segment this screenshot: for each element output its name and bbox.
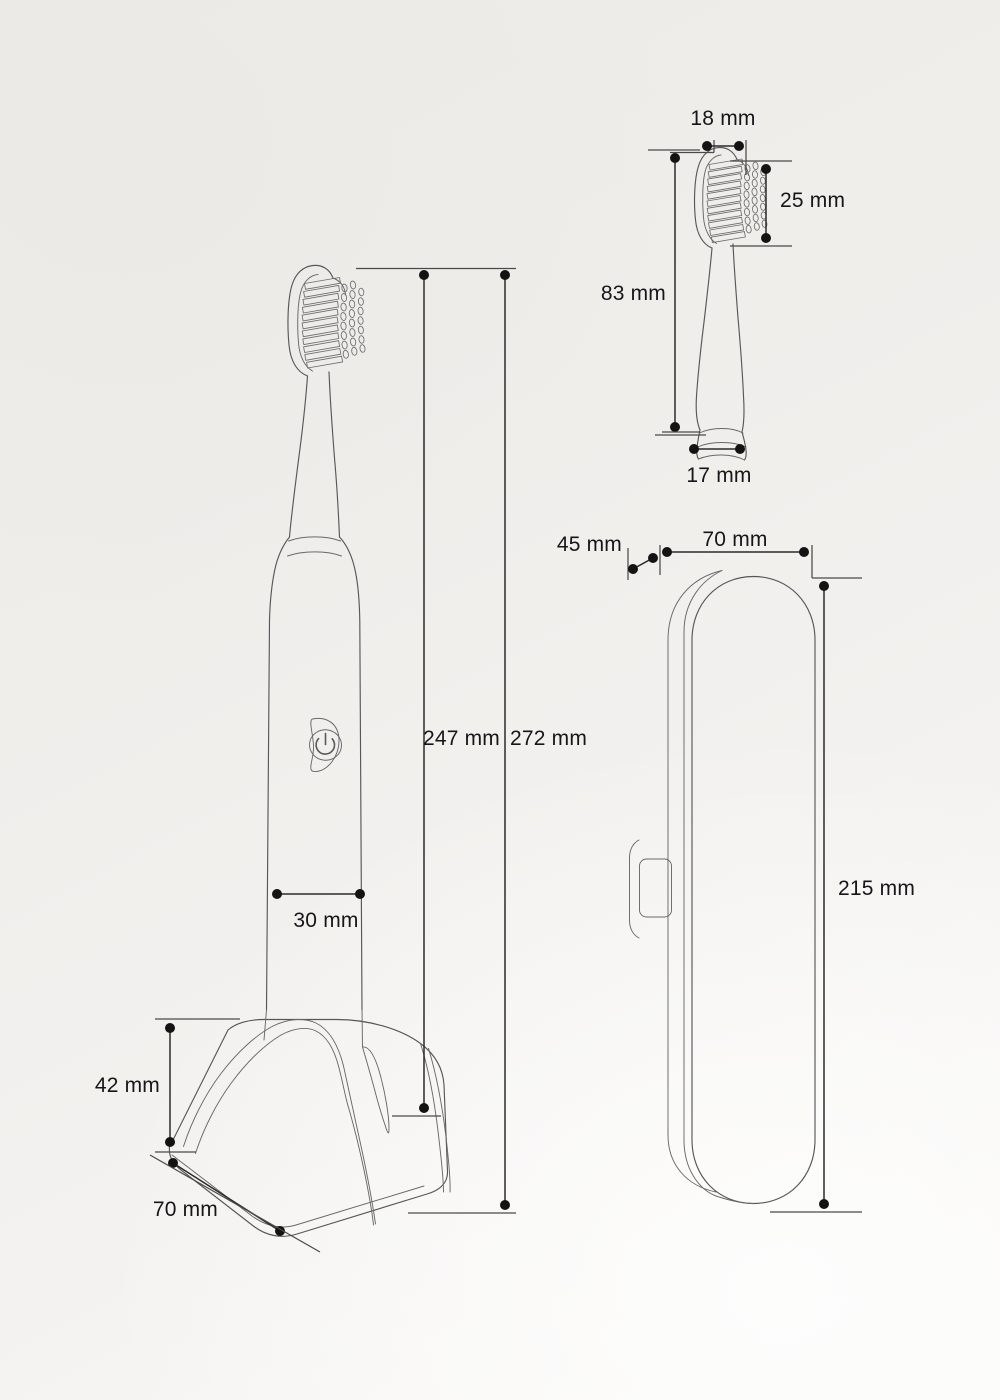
view-replacement-head: 18 mm 25 mm 83 mm bbox=[601, 107, 845, 487]
replacement-bristle-tufts-profile bbox=[706, 158, 746, 244]
main-brush-head bbox=[287, 264, 366, 377]
bristle-tuft-ends bbox=[340, 280, 366, 359]
dimension-label-247mm: 247 mm bbox=[423, 727, 500, 750]
dimension-17mm bbox=[689, 444, 745, 454]
charging-base bbox=[168, 1009, 451, 1237]
dimension-30mm bbox=[272, 889, 365, 899]
dimension-272mm bbox=[500, 270, 510, 1210]
dimension-label-272mm: 272 mm bbox=[510, 727, 587, 750]
main-handle-body bbox=[265, 536, 363, 1011]
dimension-label-42mm: 42 mm bbox=[95, 1074, 160, 1097]
dimension-label-70mm-case: 70 mm bbox=[702, 528, 767, 551]
bristle-tufts-profile bbox=[301, 277, 344, 369]
dimension-42mm bbox=[165, 1023, 175, 1147]
dimension-label-17mm: 17 mm bbox=[686, 464, 751, 487]
dimension-label-30mm: 30 mm bbox=[293, 909, 358, 932]
dimension-label-25mm: 25 mm bbox=[780, 189, 845, 212]
replacement-bristle-tuft-ends bbox=[743, 161, 768, 234]
power-icon bbox=[315, 732, 336, 755]
dimension-247mm bbox=[419, 270, 429, 1113]
main-brush-neck bbox=[288, 371, 341, 538]
dimension-25mm bbox=[761, 164, 771, 243]
dimension-215mm bbox=[819, 581, 829, 1209]
dimension-label-83mm: 83 mm bbox=[601, 282, 666, 305]
dimension-label-70mm-base: 70 mm bbox=[153, 1198, 218, 1221]
ext-line-70base bbox=[149, 1154, 321, 1253]
dimension-label-18mm: 18 mm bbox=[690, 107, 755, 130]
case-latch[interactable] bbox=[629, 839, 672, 939]
handle-collar-seam bbox=[287, 536, 342, 557]
dimension-label-215mm: 215 mm bbox=[838, 877, 915, 900]
power-button[interactable] bbox=[308, 717, 343, 772]
dimension-45mm bbox=[628, 553, 658, 574]
dimension-70mm-case-width bbox=[662, 547, 809, 557]
dimension-18mm bbox=[702, 141, 744, 151]
dimension-label-45mm: 45 mm bbox=[557, 533, 622, 556]
view-travel-case: 45 mm 70 mm 215 mm bbox=[557, 528, 915, 1213]
dimension-83mm bbox=[670, 153, 680, 432]
view-main-toothbrush: 247 mm 272 mm 30 mm 42 mm bbox=[95, 264, 587, 1253]
